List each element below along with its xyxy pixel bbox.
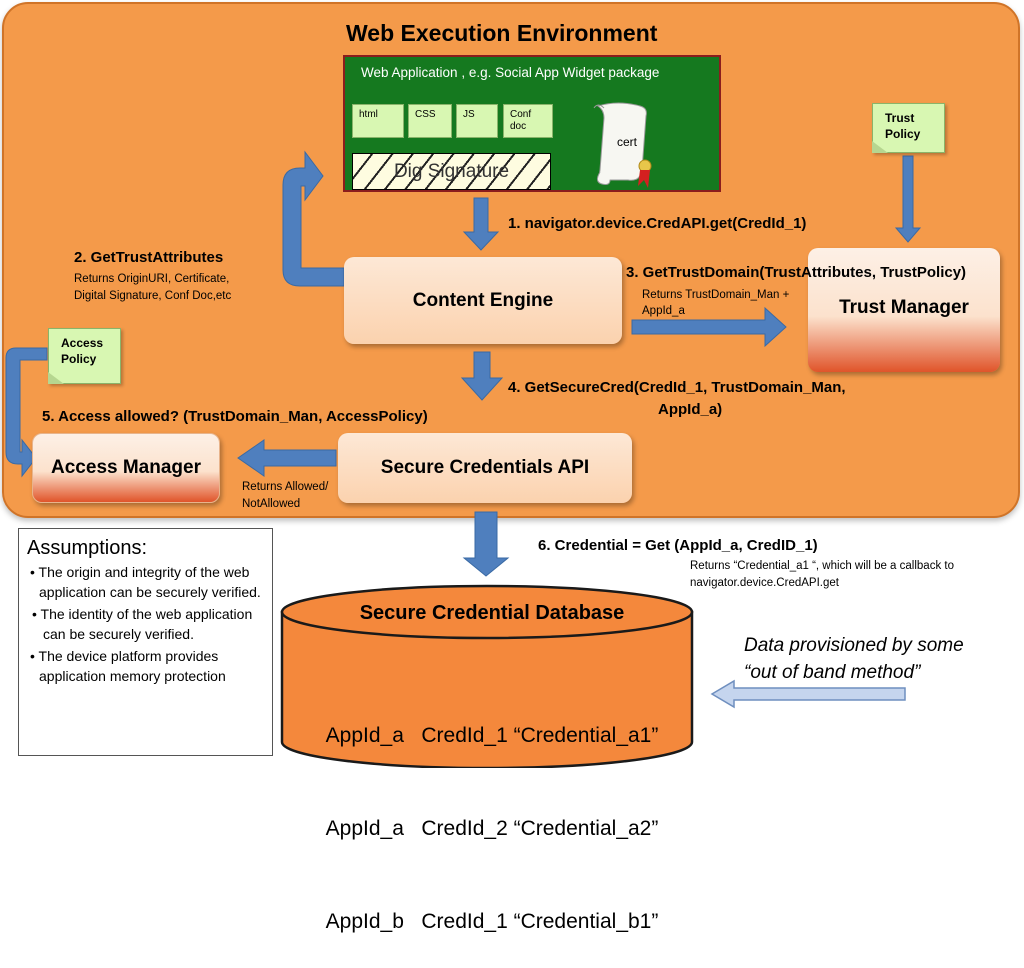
assumptions-title: Assumptions: (27, 537, 148, 559)
database-row: AppId_a CredId_2 “Credential_a2” (325, 817, 659, 840)
arrow-step4 (460, 351, 504, 401)
step4-label: 4. GetSecureCred(CredId_1, TrustDomain_M… (508, 377, 846, 421)
step5-description: Returns Allowed/ NotAllowed (242, 479, 328, 513)
assumption-text: The identity of the web application can … (40, 606, 253, 642)
content-engine-box: Content Engine (344, 257, 622, 344)
certificate-scroll-icon (593, 102, 652, 188)
file-html: html (352, 104, 404, 138)
step6-description-line: Returns “Credential_a1 “, which will be … (690, 560, 954, 572)
trust-policy-note: Trust Policy (872, 103, 945, 153)
file-conf-doc: Conf doc (503, 104, 553, 138)
arrow-access-policy (5, 347, 48, 478)
dig-signature: Dig Signature (352, 153, 551, 190)
step2-description-line: Digital Signature, Conf Doc,etc (74, 290, 232, 302)
step6-description-line: navigator.device.CredAPI.get (690, 577, 839, 589)
file-css: CSS (408, 104, 452, 138)
step1-label: 1. navigator.device.CredAPI.get(CredId_1… (508, 215, 807, 232)
step3-description-line: AppId_a (642, 305, 685, 317)
assumption-item: • The origin and integrity of the web ap… (30, 564, 261, 600)
step2-description-line: Returns OriginURI, Certificate, (74, 273, 230, 285)
step6-label: 6. Credential = Get (AppId_a, CredID_1) (538, 537, 818, 554)
access-manager-box: Access Manager (32, 433, 220, 503)
cert-label: cert (617, 135, 638, 149)
step4-label-line: 4. GetSecureCred(CredId_1, TrustDomain_M… (508, 379, 846, 396)
provisioning-note: Data provisioned by some “out of band me… (744, 632, 964, 686)
diagram-connectors (5, 150, 922, 768)
step5-description-line: NotAllowed (242, 498, 301, 510)
provisioning-note-line: “out of band method” (744, 662, 921, 683)
assumption-text: The origin and integrity of the web appl… (38, 564, 261, 600)
step4-label-line: AppId_a) (658, 401, 723, 418)
step3-description-line: Returns TrustDomain_Man + (642, 289, 790, 301)
database-row: AppId_a CredId_1 “Credential_a1” (325, 724, 659, 747)
access-policy-label: Access Policy (61, 336, 104, 366)
web-app-title: Web Application , e.g. Social App Widget… (361, 65, 660, 80)
database-rows: AppId_a CredId_1 “Credential_a1” AppId_a… (296, 658, 688, 968)
step6-description: Returns “Credential_a1 “, which will be … (690, 558, 954, 592)
database-cylinder (280, 584, 694, 768)
arrow-provisioning (710, 679, 906, 709)
access-policy-note: Access Policy (48, 328, 121, 384)
assumption-item: • The device platform provides applicati… (30, 648, 226, 684)
step3-description: Returns TrustDomain_Man + AppId_a (642, 287, 789, 319)
step3-label: 3. GetTrustDomain(TrustAttributes, Trust… (626, 264, 967, 281)
dig-signature-label: Dig Signature (393, 160, 510, 182)
step5-description-line: Returns Allowed/ (242, 481, 329, 493)
provisioning-note-line: Data provisioned by some (744, 635, 964, 656)
trust-manager-label: Trust Manager (839, 297, 969, 318)
arrow-step6 (462, 511, 510, 577)
assumption-item: • The identity of the web application ca… (32, 606, 253, 642)
environment-title: Web Execution Environment (346, 20, 658, 46)
arrow-step1 (462, 197, 500, 251)
arrow-step2 (282, 150, 345, 287)
arrow-trust-policy (894, 155, 922, 243)
database-title: Secure Credential Database (359, 602, 625, 624)
secure-credentials-api-box: Secure Credentials API (338, 433, 632, 503)
step2-description: Returns OriginURI, Certificate, Digital … (74, 271, 231, 305)
arrow-step3 (631, 306, 787, 348)
file-js: JS (456, 104, 498, 138)
trust-manager-box: Trust Manager (808, 248, 1000, 372)
database-row: AppId_b CredId_1 “Credential_b1” (325, 910, 659, 933)
trust-policy-label: Trust Policy (885, 111, 921, 141)
arrow-step5 (237, 439, 337, 477)
step5-label: 5. Access allowed? (TrustDomain_Man, Acc… (42, 408, 428, 425)
assumption-text: The device platform provides application… (38, 648, 226, 684)
step2-label: 2. GetTrustAttributes (74, 249, 224, 266)
assumptions-box: Assumptions: • The origin and integrity … (18, 528, 273, 756)
